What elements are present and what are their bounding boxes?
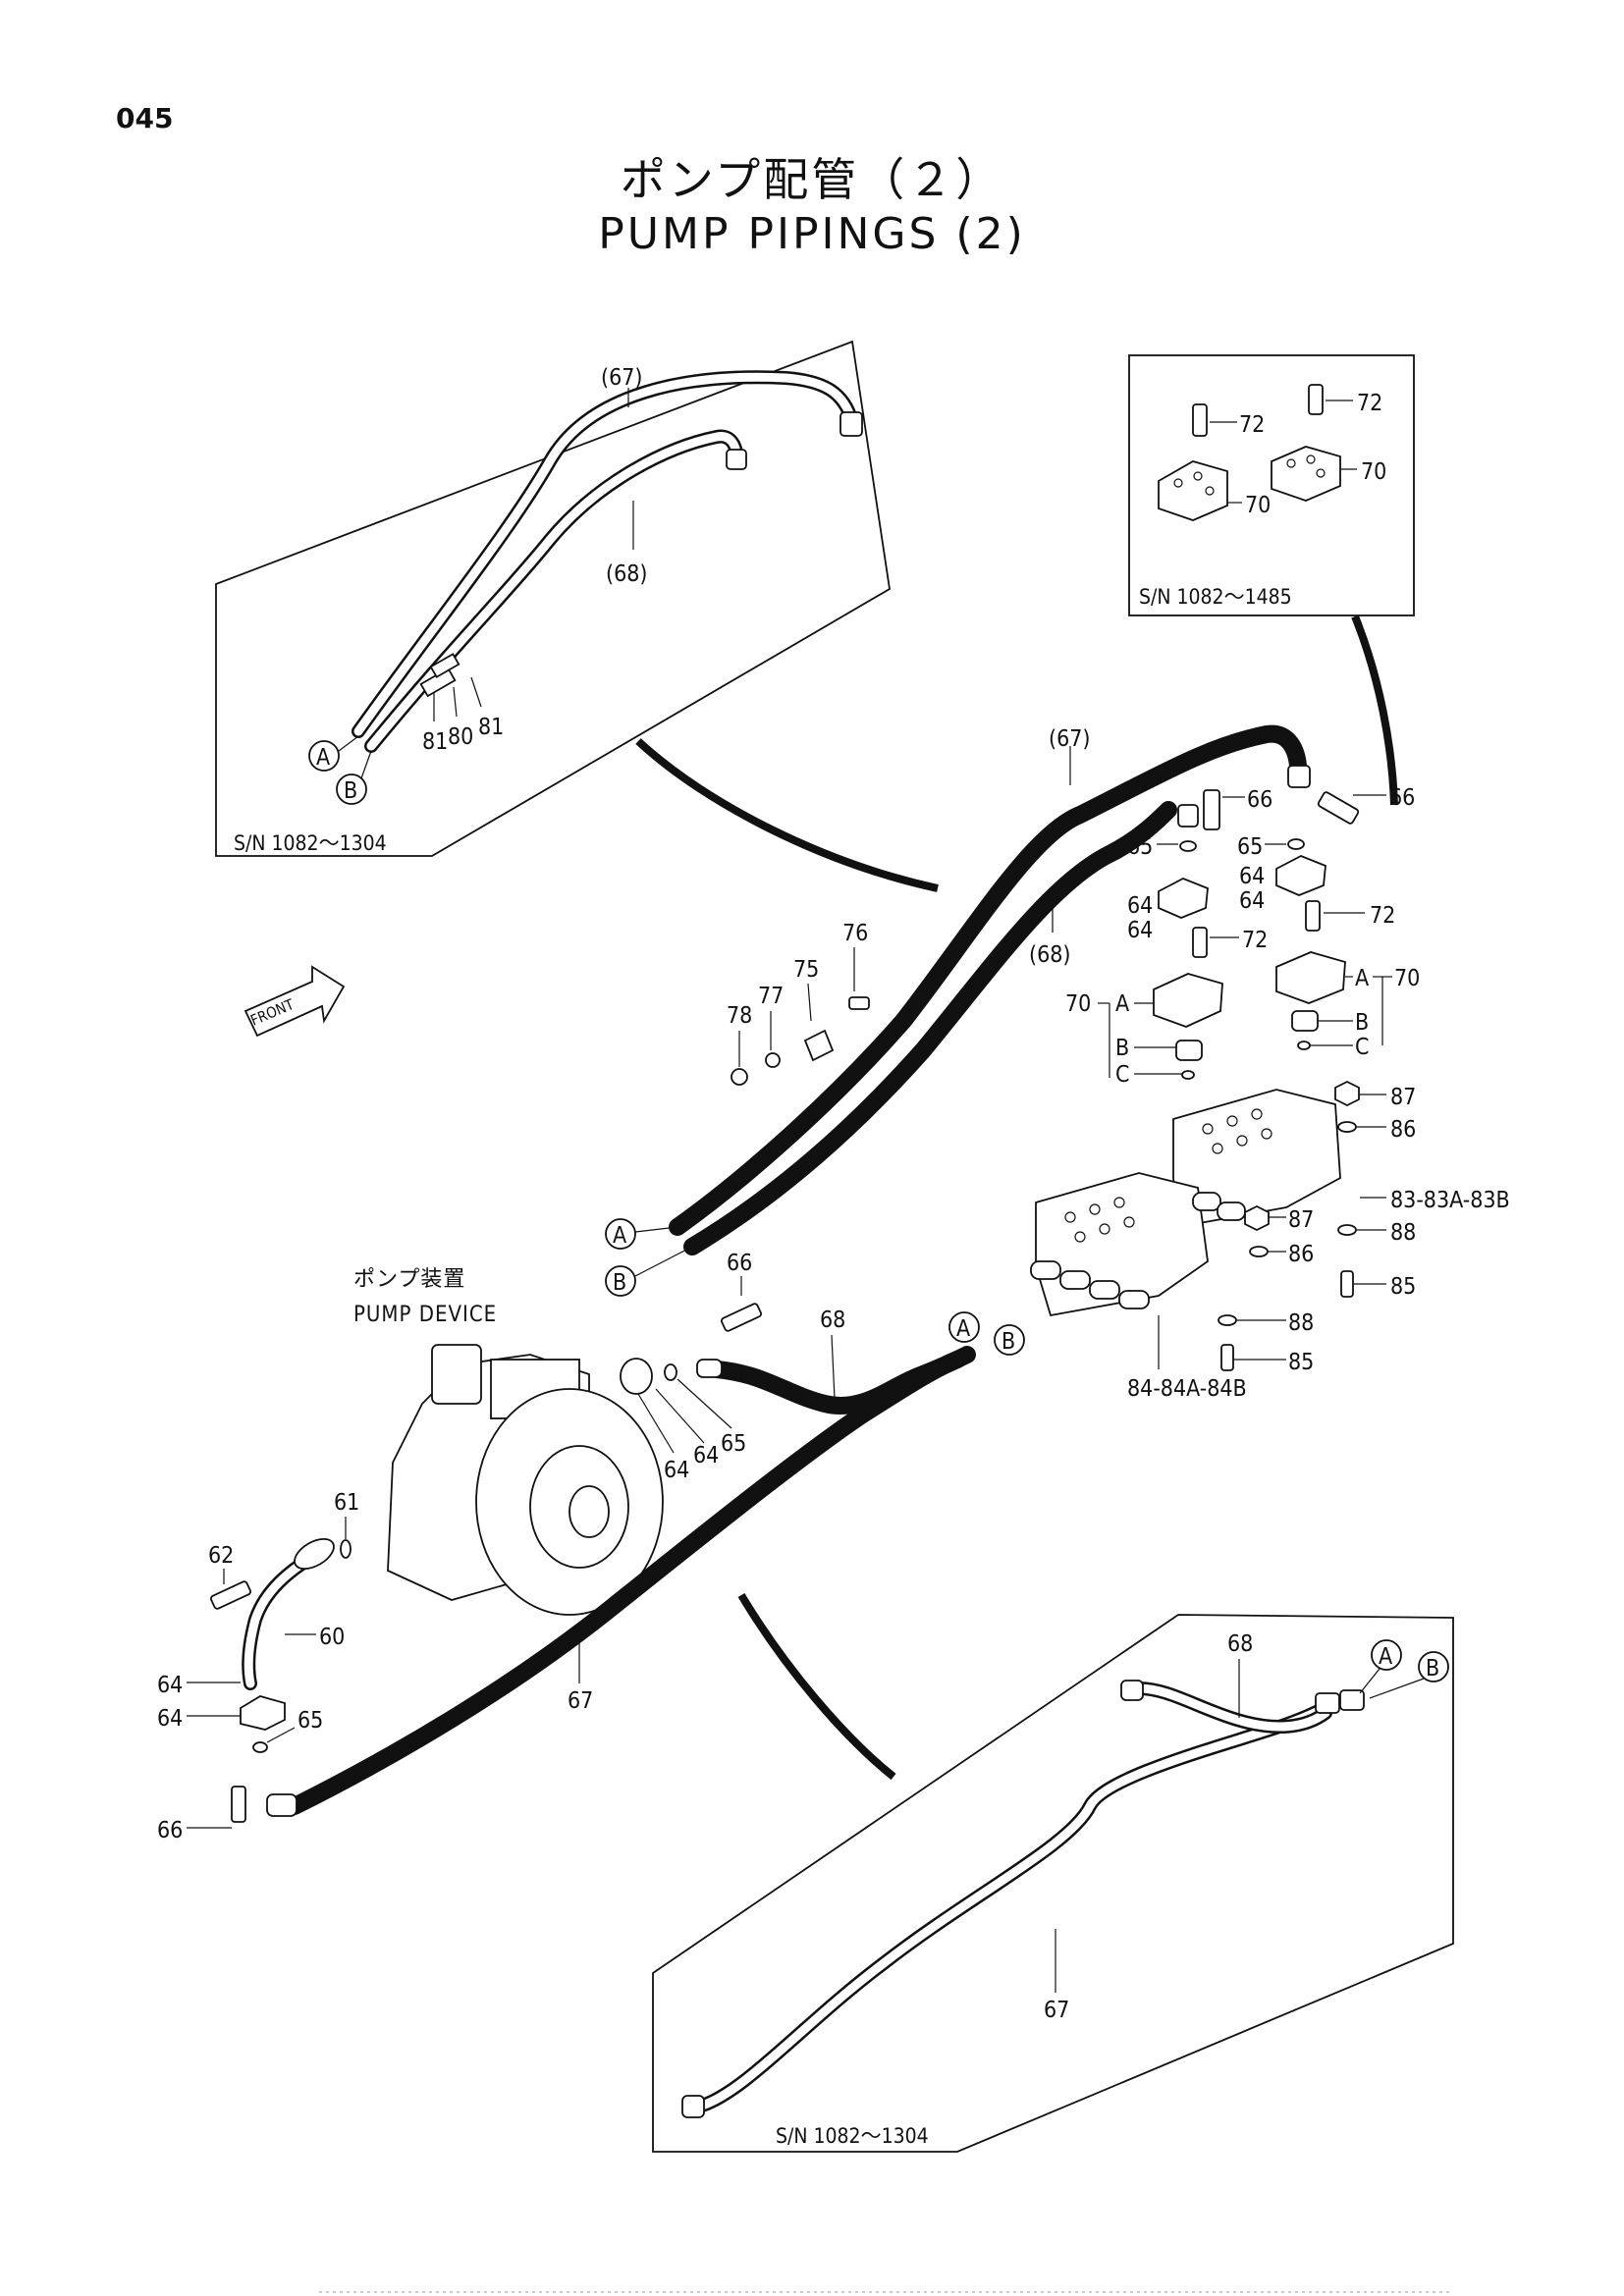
callout-line-upper-left — [635, 738, 939, 892]
label-80: 80 — [448, 724, 473, 750]
label-75: 75 — [793, 957, 819, 983]
serial-range-upper-left: S/N 1082～1304 — [234, 831, 387, 855]
pump-pipe-60-group: 61 62 60 64 64 65 66 — [157, 1490, 359, 1843]
label-86-a: 86 — [1390, 1117, 1416, 1143]
label-70-a: 70 — [1245, 493, 1271, 518]
label-64-pump-b: 64 — [693, 1443, 719, 1468]
label-77: 77 — [758, 984, 784, 1009]
connector-a-upper-left: A — [316, 745, 330, 771]
label-68-middle: 68 — [820, 1308, 845, 1333]
label-67-lower: 67 — [568, 1688, 593, 1714]
label-64-b: 64 — [1127, 918, 1153, 943]
label-66-left: 66 — [157, 1818, 183, 1843]
label-64-pump-a: 64 — [664, 1458, 689, 1483]
connector-b-lower-box: B — [1426, 1656, 1439, 1682]
label-81-right: 81 — [478, 715, 504, 740]
detail-box-upper-right: 72 72 70 70 S/N 1082～1485 — [1128, 354, 1415, 616]
label-62: 62 — [208, 1543, 234, 1569]
label-85-a: 85 — [1390, 1274, 1416, 1300]
label-84-84a-84b: 84-84A-84B — [1127, 1376, 1247, 1402]
label-72-c: 72 — [1242, 928, 1268, 953]
label-64-a: 64 — [1127, 893, 1153, 919]
sub-label-c-right: C — [1355, 1035, 1369, 1060]
control-valve-fittings: 66 66 65 65 64 64 64 64 72 72 70 A B C — [1065, 785, 1420, 1088]
label-86-b: 86 — [1288, 1242, 1314, 1267]
pump-device-label-english: PUMP DEVICE — [353, 1303, 497, 1327]
front-arrow: FRONT — [244, 965, 346, 1038]
sub-label-a-right: A — [1355, 966, 1369, 991]
label-66-pump: 66 — [727, 1251, 752, 1276]
connector-a-middle: A — [956, 1316, 970, 1342]
control-valve-assembly: 87 86 83-83A-83B 88 85 87 86 88 85 84-84… — [1030, 1080, 1510, 1402]
label-87-b: 87 — [1288, 1207, 1314, 1233]
label-66-b: 66 — [1389, 785, 1415, 811]
detail-box-lower-right: 68 67 A B S/N 1082～1304 — [652, 1614, 1454, 2153]
title-japanese: ポンプ配管（２） — [620, 153, 1004, 206]
label-65-a: 65 — [1127, 834, 1153, 860]
sub-label-b-left: B — [1115, 1036, 1129, 1061]
label-68-lower-box: 68 — [1227, 1631, 1253, 1657]
label-81-left: 81 — [422, 729, 448, 755]
label-60: 60 — [319, 1625, 345, 1650]
label-68-paren-main: (68) — [1029, 942, 1070, 968]
label-61: 61 — [334, 1490, 359, 1516]
label-67-paren-main: (67) — [1049, 726, 1090, 752]
label-65-pump: 65 — [721, 1431, 746, 1457]
callout-line-lower — [737, 1592, 896, 1781]
label-88-b: 88 — [1288, 1310, 1314, 1336]
connector-a-main: A — [613, 1223, 626, 1249]
pump-device: ポンプ装置 PUMP DEVICE — [353, 1267, 664, 1616]
label-78: 78 — [727, 1003, 752, 1029]
label-67-paren: (67) — [601, 365, 642, 391]
pump-fittings: 66 64 64 65 — [620, 1251, 762, 1483]
label-85-b: 85 — [1288, 1350, 1314, 1375]
label-67-lower-box: 67 — [1044, 1998, 1069, 2023]
connector-b-main: B — [613, 1270, 626, 1296]
pump-device-label-japanese: ポンプ装置 — [353, 1267, 465, 1292]
connector-a-lower-box: A — [1379, 1644, 1392, 1670]
serial-range-upper-right: S/N 1082～1485 — [1139, 585, 1292, 609]
label-72-b: 72 — [1357, 391, 1382, 416]
label-70-right: 70 — [1394, 966, 1420, 991]
main-hose-assembly: (67) (68) 76 75 77 78 A B — [605, 724, 1311, 1297]
label-64-c: 64 — [1239, 864, 1265, 889]
label-64-left-a: 64 — [157, 1673, 183, 1698]
detail-box-upper-left: (67) (68) 81 80 81 A B S/N 1082～1304 — [215, 340, 891, 857]
label-83-83a-83b: 83-83A-83B — [1390, 1188, 1510, 1213]
label-68-paren: (68) — [606, 561, 647, 587]
label-64-left-b: 64 — [157, 1706, 183, 1732]
label-88-a: 88 — [1390, 1220, 1416, 1246]
serial-range-lower-right: S/N 1082～1304 — [776, 2124, 929, 2148]
hose-67-lower: 67 — [266, 1351, 966, 1817]
label-87-a: 87 — [1390, 1085, 1416, 1110]
label-72-a: 72 — [1239, 412, 1265, 438]
connector-b-middle: B — [1001, 1329, 1015, 1355]
label-65-left: 65 — [298, 1708, 323, 1734]
label-64-d: 64 — [1239, 888, 1265, 914]
label-65-b: 65 — [1237, 834, 1263, 860]
page-number: 045 — [116, 102, 174, 134]
title-english: PUMP PIPINGS (2) — [598, 209, 1026, 259]
label-76: 76 — [842, 921, 868, 946]
sub-label-a-left: A — [1115, 991, 1129, 1017]
label-70-b: 70 — [1361, 459, 1386, 485]
connector-b-upper-left: B — [344, 778, 357, 804]
sub-label-c-left: C — [1115, 1062, 1129, 1088]
label-66-a: 66 — [1247, 787, 1272, 813]
label-70-left: 70 — [1065, 991, 1091, 1017]
callout-line-upper-right — [1351, 614, 1398, 806]
sub-label-b-right: B — [1355, 1010, 1369, 1036]
label-72-d: 72 — [1370, 903, 1395, 929]
page-title: ポンプ配管（２） PUMP PIPINGS (2) — [0, 152, 1624, 262]
